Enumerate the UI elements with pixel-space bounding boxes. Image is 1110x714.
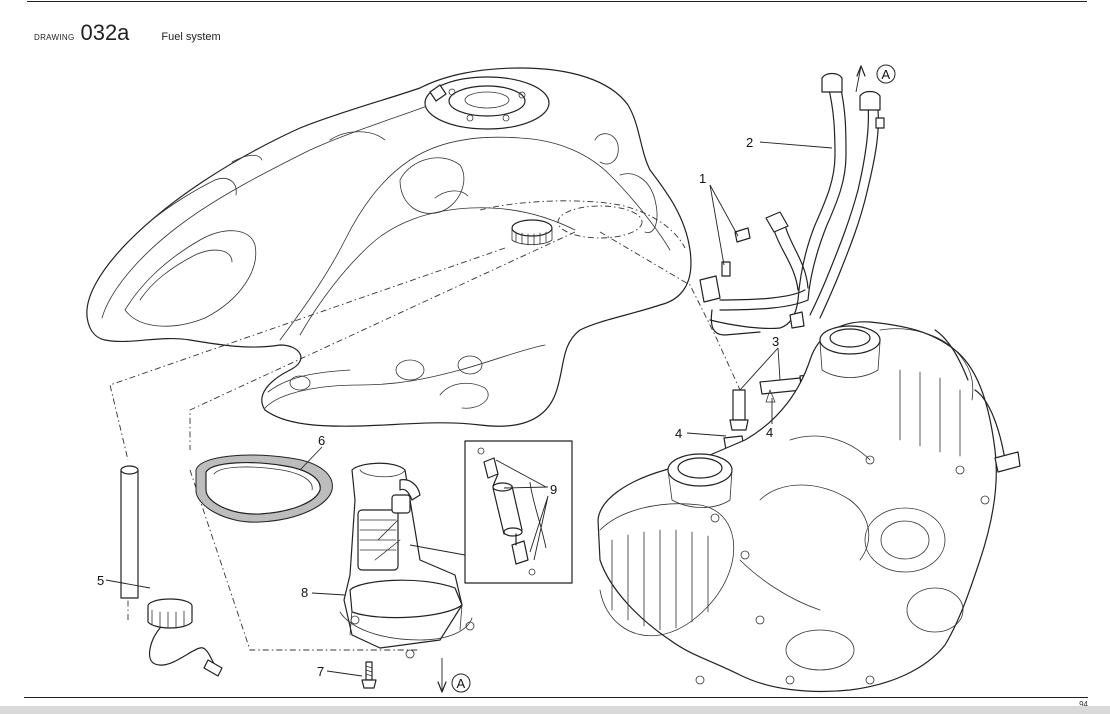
footer-band <box>0 706 1110 714</box>
reference-marker-top: A <box>876 64 896 84</box>
fuel-pump-assembly <box>339 462 475 659</box>
page-number: 94 <box>1079 700 1088 709</box>
callout-3: 3 <box>772 334 779 349</box>
bottom-rule <box>24 697 1088 698</box>
reference-label-top: A <box>882 67 891 82</box>
fuel-level-sensor <box>120 465 223 677</box>
reference-label-bottom: A <box>457 676 466 691</box>
callout-4-left: 4 <box>675 426 682 441</box>
drawing-title: Fuel system <box>161 31 221 43</box>
pump-gasket <box>195 454 333 523</box>
callout-2: 2 <box>746 135 753 150</box>
fuel-tank <box>86 67 692 427</box>
callout-labels: 1 2 3 4 4 5 6 7 8 9 <box>97 135 779 679</box>
callout-9: 9 <box>550 482 557 497</box>
top-rule <box>27 1 1087 2</box>
callout-7: 7 <box>317 664 324 679</box>
callout-4-right: 4 <box>766 425 773 440</box>
engine-block <box>597 321 1021 693</box>
mounting-screw <box>361 661 377 689</box>
callout-1: 1 <box>699 171 706 186</box>
fuel-filter-detail <box>464 440 573 584</box>
drawing-header: DRAWING 032a Fuel system <box>34 20 221 46</box>
fuel-hose-assembly <box>699 65 885 336</box>
callout-6: 6 <box>318 433 325 448</box>
callout-8: 8 <box>301 585 308 600</box>
reference-marker-bottom: A <box>451 673 471 693</box>
drawing-code: 032a <box>80 20 130 45</box>
callout-5: 5 <box>97 573 104 588</box>
drawing-label: DRAWING <box>34 33 75 42</box>
callout-leaders <box>105 141 833 693</box>
